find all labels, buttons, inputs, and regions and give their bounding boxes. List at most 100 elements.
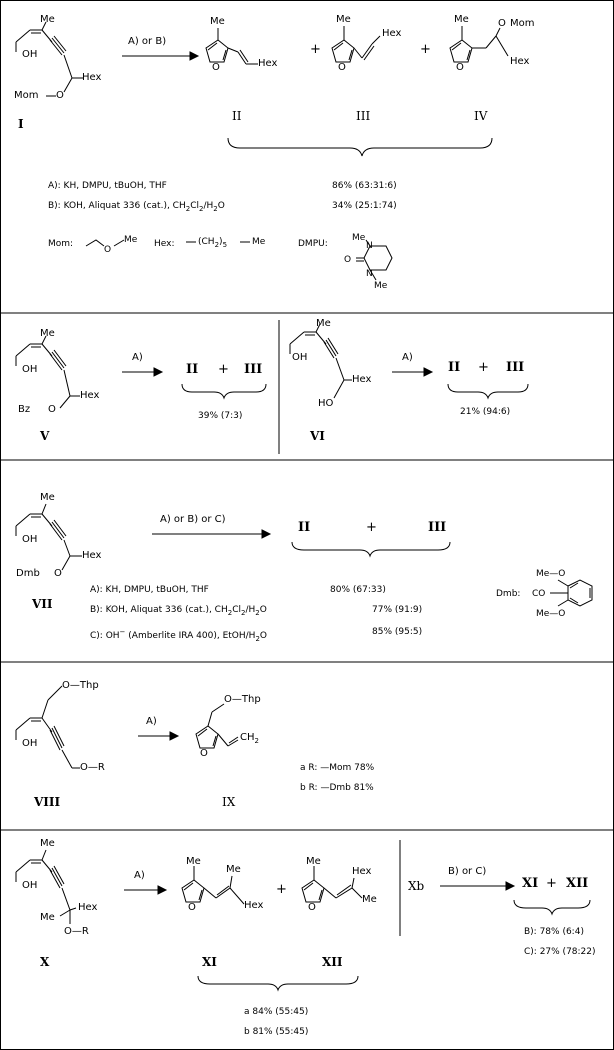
dmpu-definition-label: DMPU: [298,239,328,249]
label-hex-II: Hex [258,58,278,69]
hex-definition-label: Hex: [154,239,175,249]
dmpu-n-bottom: N [366,269,373,279]
compound-label-XI: XI [202,955,217,969]
compound-X-structure [15,849,77,924]
label-me-I: Me [40,14,55,25]
mom-definition-label: Mom: [48,239,74,249]
compound-label-Xb: Xb [408,879,425,893]
label-o-mom-IV: O [498,18,506,29]
label-ch2-IX: CH2 [240,732,259,745]
arrow-4-label: A) or B) or C) [160,514,226,525]
label-mom-IV: Mom [510,18,535,29]
label-hex-XI: Hex [244,900,264,911]
brace-4 [291,541,451,558]
plus-5: + [366,520,377,535]
label-hex-X: Hex [78,902,98,913]
label-o-IX: O [200,748,208,759]
arrow-4 [152,529,272,539]
compound-label-II-VII: II [298,520,311,535]
compound-label-XII: XII [322,955,343,969]
arrow-3 [392,367,434,377]
mom-definition-me: Me [124,235,138,245]
scheme4-variant-a: a R: —Mom 78% [300,763,375,773]
label-mom-I: Mom [14,90,39,101]
scheme4-variant-b: b R: —Dmb 81% [300,783,374,793]
arrow-2-label: A) [132,352,143,363]
label-oh-I: OH [22,49,38,60]
compound-label-II: II [232,109,242,123]
arrow-1-label: A) or B) [128,36,167,47]
arrow-1 [122,51,200,61]
brace-5 [197,975,359,992]
compound-label-X: X [40,955,50,969]
compound-IV-structure [449,26,509,63]
compound-III-structure [331,26,381,63]
scheme3-condition-a: A): KH, DMPU, tBuOH, THF [90,585,209,595]
plus-2: + [420,42,431,57]
label-me-II: Me [210,16,225,27]
label-dmb-VII: Dmb [16,568,40,579]
compound-XII-structure [301,866,363,903]
compound-label-IX: IX [222,795,236,809]
scheme3-condition-c: C): OH− (Amberlite IRA 400), EtOH/H2O [90,628,267,643]
label-o-III: O [338,62,346,73]
compound-label-II-V: II [186,362,199,377]
dmb-structure [550,579,593,607]
label-me-IV: Me [454,14,469,25]
mom-definition-structure [85,239,125,247]
label-hex-VI: Hex [352,374,372,385]
mom-definition-o: O [104,245,112,255]
label-oh-V: OH [22,364,38,375]
arrow-6 [124,885,168,895]
label-me-XII: Me [306,856,321,867]
plus-6: + [276,882,287,897]
arrow-3-label: A) [402,352,413,363]
scheme5-yield-b-conditions: B): 78% (6:4) [524,927,584,937]
compound-label-III-VI: III [506,360,525,375]
scheme3-condition-b: B): KOH, Aliquat 336 (cat.), CH2Cl2/H2O [90,605,267,617]
dmb-definition-label: Dmb: [496,589,521,599]
arrow-5-label: A) [146,716,157,727]
compound-label-III: III [356,109,371,123]
compound-label-II-VI: II [448,360,461,375]
label-hex-I: Hex [82,72,102,83]
label-o-IV: O [456,62,464,73]
scheme3-yield-c: 85% (95:5) [372,627,423,637]
label-hex-IV: Hex [510,56,530,67]
label-hex-V: Hex [80,390,100,401]
label-o-thp-VIII: O—Thp [62,680,99,691]
arrow-6-label: A) [134,870,145,881]
compound-II-structure [205,28,258,65]
arrow-2 [122,367,164,377]
label-o-XII: O [308,902,316,913]
compound-XI-structure [181,866,245,905]
label-me-III: Me [336,14,351,25]
label-o-thp-IX: O—Thp [224,694,261,705]
scheme5-yield-a: a 84% (55:45) [244,1007,309,1017]
scheme5-yield-c-conditions: C): 27% (78:22) [524,947,596,957]
compound-label-XII-Xb: XII [566,876,589,891]
label-bz-V: Bz [18,404,31,415]
label-hex-III: Hex [382,28,402,39]
compound-label-VIII: VIII [34,795,61,809]
compound-VIII-structure [15,685,80,769]
label-me-VII: Me [40,492,55,503]
compound-label-XI-Xb: XI [522,876,539,891]
dmb-meo-bottom: Me—O [536,609,566,619]
label-o-VII: O [54,568,62,579]
label-hex-XII: Hex [352,866,372,877]
compound-IX-structure [195,703,239,749]
compound-label-I: I [18,117,24,131]
compound-label-VII: VII [32,597,53,611]
dmpu-me-top: Me [352,233,366,243]
scheme3-yield-a: 80% (67:33) [330,585,386,595]
label-me2-XI: Me [226,864,241,875]
label-o-II: O [212,62,220,73]
arrow-7 [440,881,516,891]
dmb-co: CO [532,589,546,599]
brace-2 [181,383,267,400]
dmpu-n-top: N [366,241,373,251]
compound-label-IV: IV [474,109,488,123]
